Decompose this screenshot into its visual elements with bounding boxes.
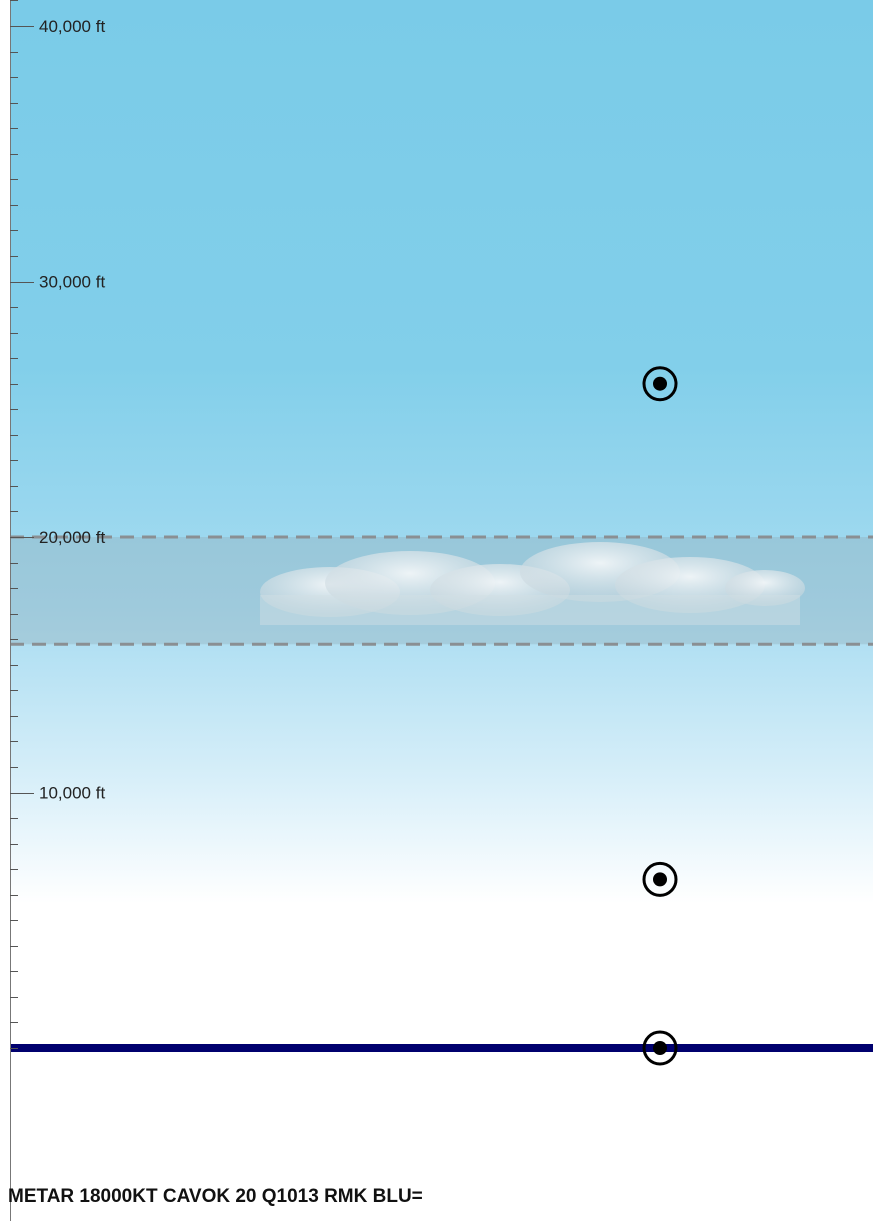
metar-report-text: METAR 18000KT CAVOK 20 Q1013 RMK BLU= — [8, 1186, 423, 1207]
altitude-label: 20,000 ft — [39, 528, 105, 547]
wind-marker-icon — [642, 861, 678, 897]
altitude-label: 30,000 ft — [39, 273, 105, 292]
altitude-scale: 40,000 ft 30,000 ft 20,000 ft 10,000 ft — [10, 0, 105, 1221]
wind-marker-icon — [642, 366, 678, 402]
altitude-label: 10,000 ft — [39, 784, 105, 803]
wind-marker-icon — [642, 1030, 678, 1066]
cloud-illustration — [260, 542, 805, 625]
altitude-label: 40,000 ft — [39, 17, 105, 36]
